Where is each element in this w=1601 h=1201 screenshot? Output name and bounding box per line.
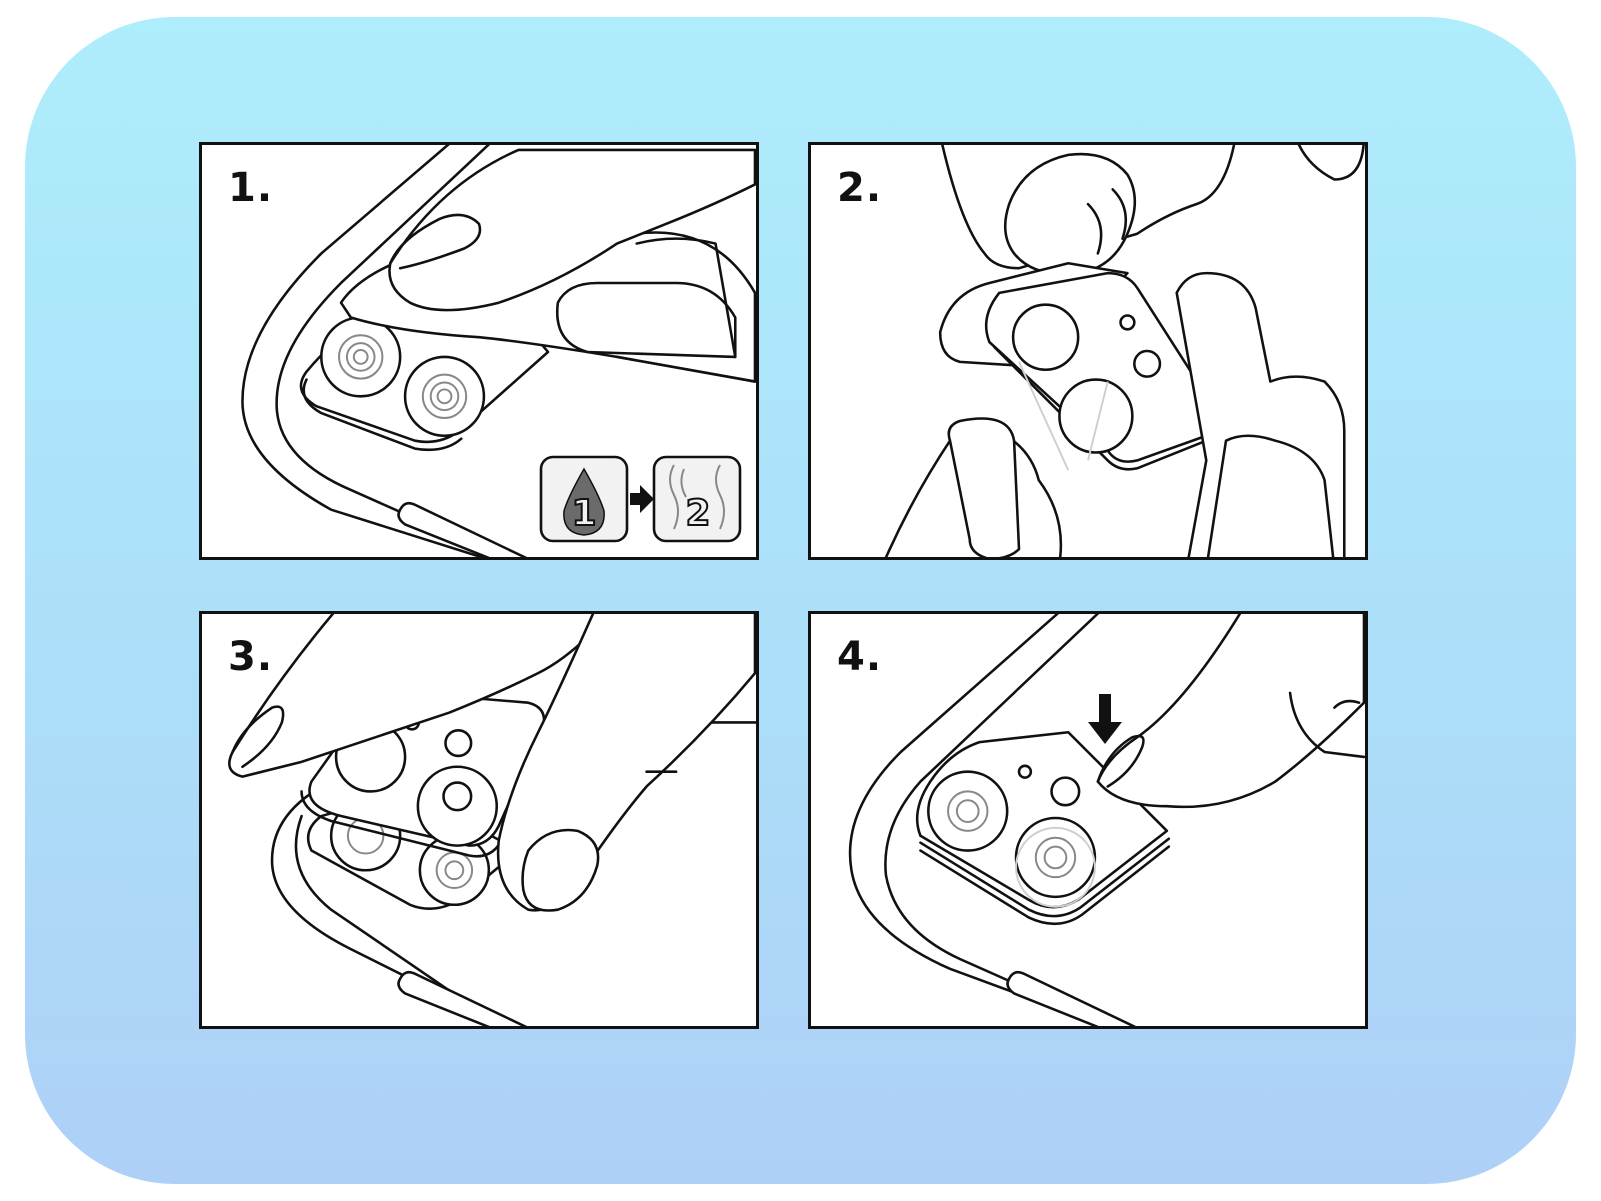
align-protector-icon xyxy=(228,614,756,1026)
cleaning-step-1-label: 1 xyxy=(571,493,596,534)
step-number: 4. xyxy=(837,634,883,680)
step-1-panel: 1. 1 2 xyxy=(199,142,759,560)
cleaning-steps-badge: 1 2 xyxy=(539,455,742,543)
step-2-panel: 2. xyxy=(808,142,1368,560)
press-protector-icon xyxy=(848,614,1365,1026)
step-number: 1. xyxy=(228,165,274,211)
cleaning-step-2-label: 2 xyxy=(685,493,710,534)
dry-wipe-icon xyxy=(669,464,725,530)
wet-wipe-drop-icon xyxy=(563,467,605,536)
peel-protector-icon xyxy=(884,145,1365,557)
step-number: 2. xyxy=(837,165,883,211)
step-number: 3. xyxy=(228,634,274,680)
wipe-phone-camera-icon xyxy=(241,145,756,557)
arrow-down-icon xyxy=(1088,694,1122,744)
step-4-panel: 4. xyxy=(808,611,1368,1029)
step-3-panel: 3. xyxy=(199,611,759,1029)
arrow-right-icon xyxy=(630,485,654,513)
